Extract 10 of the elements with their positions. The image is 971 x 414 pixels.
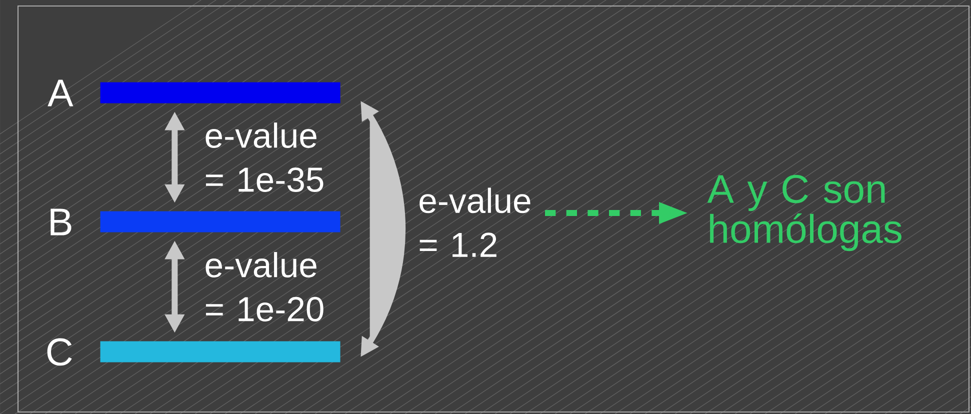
bar-letter: C (47, 338, 72, 366)
edge-label: e-value = 1e-35 (206, 122, 324, 192)
edge-label: e-value = 1e-20 (206, 252, 324, 322)
conclusion-text: A y C son homólogas (707, 174, 902, 252)
bar (100, 211, 340, 232)
bar (100, 341, 340, 362)
edge-label: e-value = 1.2 (420, 188, 530, 257)
bar (100, 82, 340, 104)
bar-letter: B (50, 208, 72, 236)
bar-letter: A (48, 80, 74, 106)
